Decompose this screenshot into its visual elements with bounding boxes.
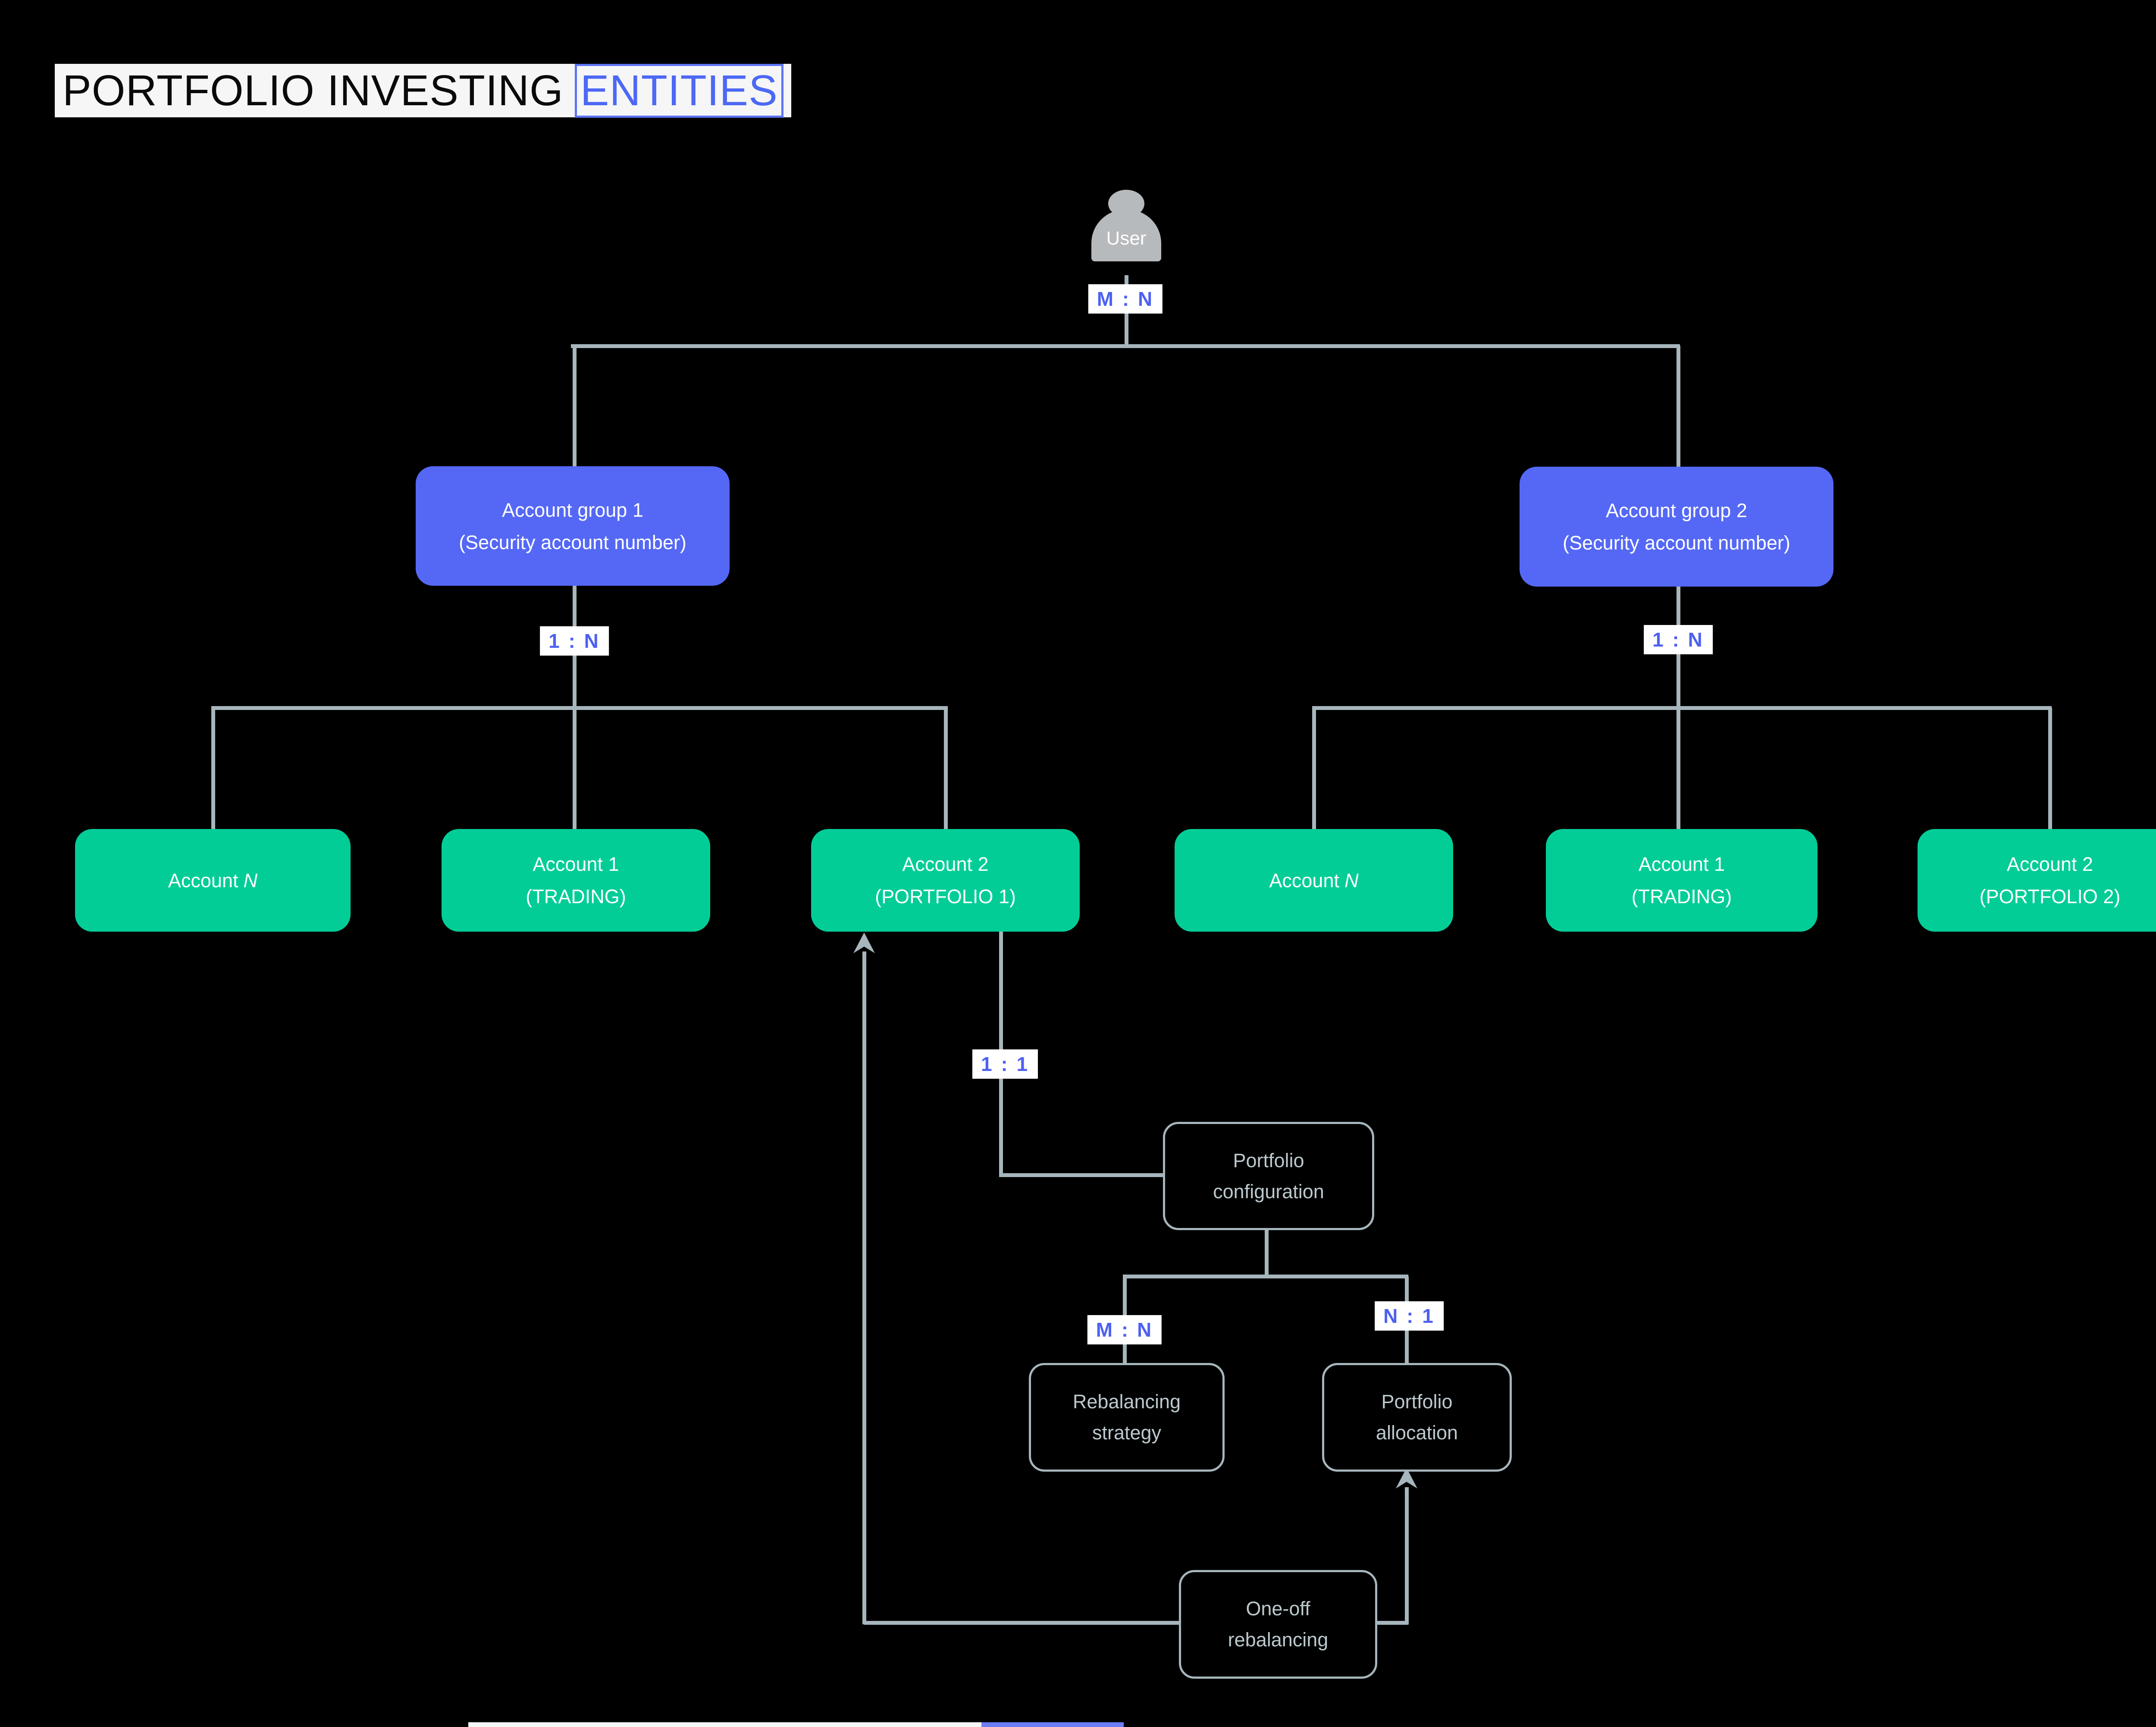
connector-line bbox=[944, 708, 948, 831]
edge-label-account2-config: 1 : 1 bbox=[972, 1049, 1038, 1079]
node-label: (PORTFOLIO 1) bbox=[875, 885, 1016, 907]
connector-line bbox=[864, 1621, 1179, 1625]
node-rebalancing-strategy: Rebalancing strategy bbox=[1029, 1363, 1225, 1472]
connector-line bbox=[1373, 1621, 1408, 1625]
node-portfolio-configuration: Portfolio configuration bbox=[1163, 1122, 1374, 1230]
node-account-2-left: Account 2 (PORTFOLIO 1) bbox=[811, 829, 1080, 932]
node-label: (TRADING) bbox=[526, 885, 626, 907]
node-label: Account 2 bbox=[902, 853, 989, 875]
node-label: allocation bbox=[1376, 1422, 1458, 1444]
node-label: Account 1 bbox=[533, 853, 619, 875]
connector-line bbox=[862, 951, 866, 1624]
node-label: Account 1 bbox=[1638, 853, 1725, 875]
connector-line bbox=[211, 706, 948, 710]
node-portfolio-allocation: Portfolio allocation bbox=[1322, 1363, 1512, 1472]
node-label: One-off bbox=[1246, 1598, 1310, 1620]
connector-line bbox=[1265, 1226, 1269, 1278]
user-label: User bbox=[1106, 228, 1147, 249]
node-label: Account 2 bbox=[2006, 853, 2093, 875]
page-title-highlight: ENTITIES bbox=[574, 63, 783, 118]
partial-bottom-strip bbox=[468, 1722, 981, 1727]
partial-bottom-strip-highlight bbox=[981, 1722, 1124, 1727]
user-icon-body: User bbox=[1091, 210, 1161, 261]
node-label: (TRADING) bbox=[1631, 885, 1732, 907]
node-label: (Security account number) bbox=[459, 531, 686, 553]
node-one-off-rebalancing: One-off rebalancing bbox=[1179, 1570, 1377, 1679]
connector-line bbox=[2048, 708, 2052, 831]
node-label: rebalancing bbox=[1228, 1629, 1329, 1651]
node-account-group-2: Account group 2 (Security account number… bbox=[1520, 467, 1833, 587]
node-label: Portfolio bbox=[1233, 1149, 1304, 1171]
node-label: configuration bbox=[1213, 1180, 1324, 1203]
connector-line bbox=[999, 1173, 1165, 1177]
connector-line bbox=[1123, 1275, 1408, 1278]
node-label: strategy bbox=[1092, 1422, 1162, 1444]
connector-line bbox=[573, 346, 577, 468]
connector-line bbox=[571, 344, 1680, 348]
page-title-text: PORTFOLIO INVESTING bbox=[63, 66, 564, 115]
connector-line bbox=[1405, 1487, 1409, 1624]
node-label: Portfolio bbox=[1381, 1391, 1453, 1413]
node-account-group-1: Account group 1 (Security account number… bbox=[416, 466, 730, 586]
arrow-up-icon bbox=[853, 933, 875, 953]
connector-line bbox=[1312, 708, 1316, 831]
edge-label-group2-accounts: 1 : N bbox=[1644, 625, 1713, 654]
node-label: Rebalancing bbox=[1072, 1391, 1181, 1413]
node-label: (PORTFOLIO 2) bbox=[1979, 885, 2121, 907]
node-account-1-left: Account 1 (TRADING) bbox=[442, 829, 710, 932]
edge-label-group1-accounts: 1 : N bbox=[540, 626, 609, 656]
connector-line bbox=[1677, 346, 1680, 468]
node-account-2-right: Account 2 (PORTFOLIO 2) bbox=[1918, 829, 2156, 932]
connector-line bbox=[1312, 706, 2052, 710]
node-account-1-right: Account 1 (TRADING) bbox=[1546, 829, 1818, 932]
page-title: PORTFOLIO INVESTING ENTITIES bbox=[55, 63, 791, 118]
connector-line bbox=[211, 708, 215, 831]
edge-label-config-strategy: M : N bbox=[1087, 1315, 1162, 1344]
edge-label-config-allocation: N : 1 bbox=[1375, 1301, 1444, 1331]
edge-label-user-groups: M : N bbox=[1088, 284, 1163, 314]
node-label: Account group 2 bbox=[1606, 499, 1747, 521]
node-label: Account group 1 bbox=[502, 499, 643, 521]
node-label: (Security account number) bbox=[1563, 532, 1790, 554]
